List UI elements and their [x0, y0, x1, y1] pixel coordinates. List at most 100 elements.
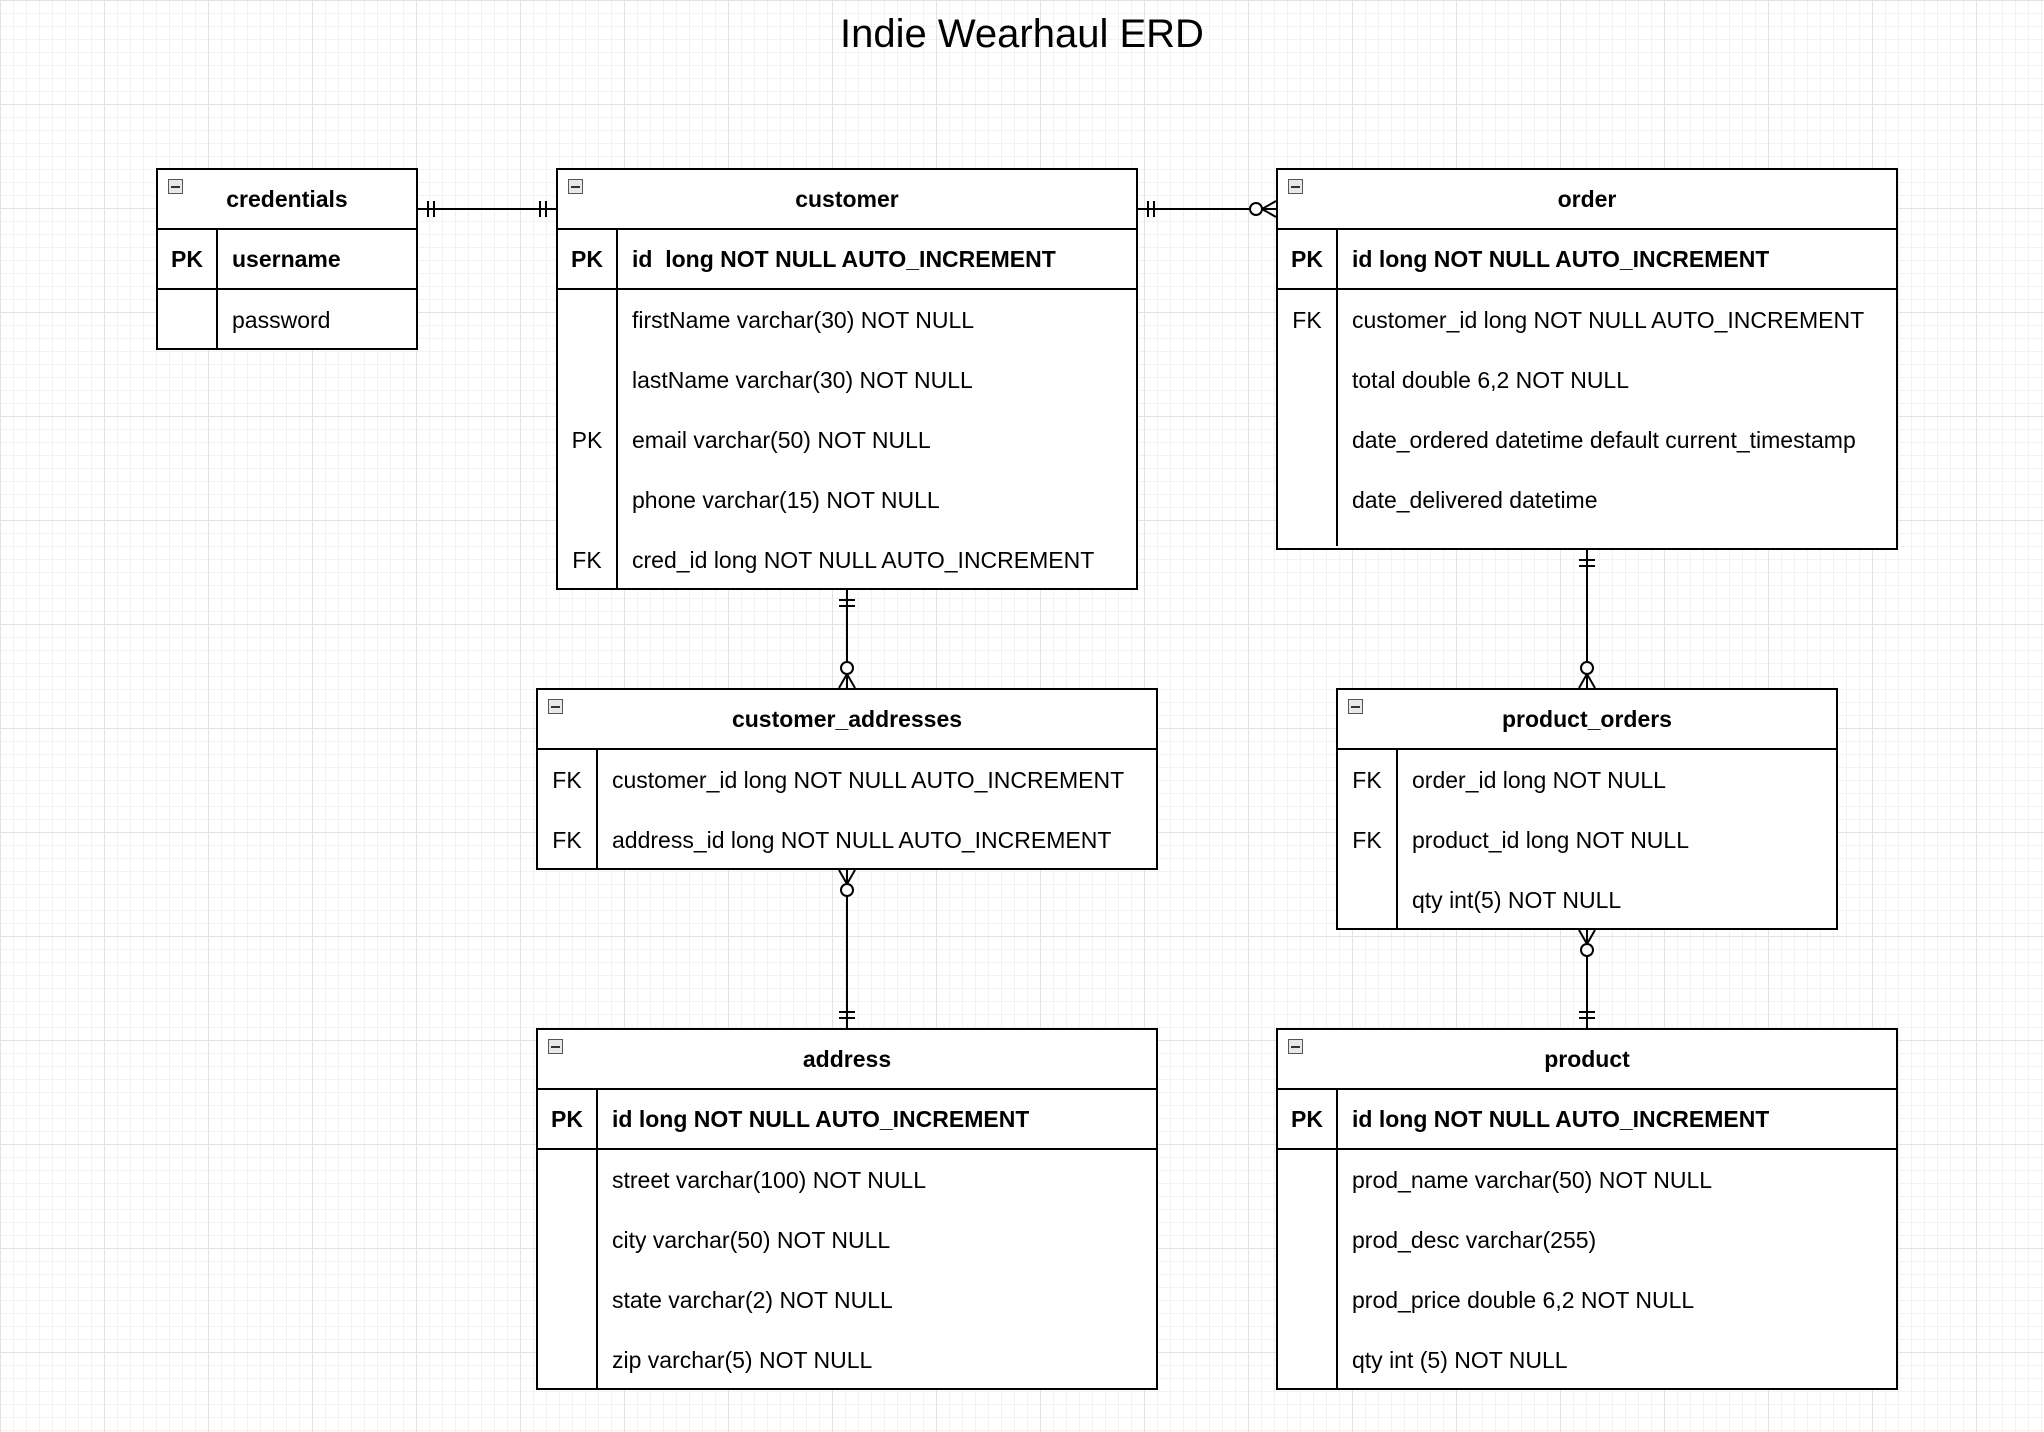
- key-label: FK: [552, 766, 582, 793]
- entity-customer-addresses[interactable]: customer_addresses FK FK customer_id lon…: [536, 688, 1158, 870]
- key-label: FK: [1292, 306, 1322, 333]
- entity-header[interactable]: credentials: [158, 170, 416, 230]
- key-label: PK: [158, 230, 218, 288]
- entity-header[interactable]: customer: [558, 170, 1136, 230]
- entity-name: address: [802, 1045, 892, 1072]
- entity-name: product_orders: [1502, 705, 1672, 732]
- key-label: FK: [1352, 826, 1382, 853]
- key-label: [538, 1150, 596, 1210]
- entity-address[interactable]: address PK id long NOT NULL AUTO_INCREME…: [536, 1028, 1158, 1390]
- field-column: firstName varchar(30) NOT NULL lastName …: [618, 290, 1136, 590]
- field-rows: FK FK customer_id long NOT NULL AUTO_INC…: [538, 750, 1156, 870]
- collapse-icon[interactable]: [568, 179, 583, 194]
- field-column: prod_name varchar(50) NOT NULL prod_desc…: [1338, 1150, 1896, 1390]
- key-label: [538, 1330, 596, 1390]
- key-label: [558, 350, 616, 410]
- field-name[interactable]: state varchar(2) NOT NULL: [612, 1286, 893, 1313]
- collapse-icon[interactable]: [1288, 179, 1303, 194]
- field-name[interactable]: phone varchar(15) NOT NULL: [632, 486, 940, 513]
- field-name[interactable]: order_id long NOT NULL: [1412, 766, 1666, 793]
- field-name: id long NOT NULL AUTO_INCREMENT: [1352, 245, 1770, 272]
- zero-optional-marker: [840, 661, 854, 675]
- field-name[interactable]: prod_price double 6,2 NOT NULL: [1352, 1286, 1695, 1313]
- field-rows: password: [158, 290, 416, 350]
- field-column: customer_id long NOT NULL AUTO_INCREMENT…: [1338, 290, 1896, 546]
- key-label: [1278, 1330, 1336, 1390]
- entity-name: customer: [795, 185, 899, 212]
- entity-header[interactable]: customer_addresses: [538, 690, 1156, 750]
- key-label: PK: [1278, 230, 1338, 288]
- key-column: [158, 290, 218, 350]
- primary-key-row[interactable]: PK id long NOT NULL AUTO_INCREMENT: [1278, 1090, 1896, 1150]
- field-name: id long NOT NULL AUTO_INCREMENT: [612, 1105, 1030, 1132]
- field-name: username: [232, 245, 341, 272]
- crows-foot-marker: [1261, 200, 1277, 210]
- field-name[interactable]: total double 6,2 NOT NULL: [1352, 366, 1630, 393]
- key-label: [538, 1210, 596, 1270]
- entity-header[interactable]: product_orders: [1338, 690, 1836, 750]
- entity-name: product: [1544, 1045, 1630, 1072]
- field-name[interactable]: qty int(5) NOT NULL: [1412, 886, 1622, 913]
- key-label: [538, 1270, 596, 1330]
- field-name[interactable]: cred_id long NOT NULL AUTO_INCREMENT: [632, 546, 1095, 573]
- entity-header[interactable]: product: [1278, 1030, 1896, 1090]
- key-column: FK FK: [538, 750, 598, 870]
- entity-customer[interactable]: customer PK id long NOT NULL AUTO_INCREM…: [556, 168, 1138, 590]
- entity-header[interactable]: address: [538, 1030, 1156, 1090]
- key-column: [1278, 1150, 1338, 1390]
- field-name: id long NOT NULL AUTO_INCREMENT: [1352, 1105, 1770, 1132]
- entity-header[interactable]: order: [1278, 170, 1896, 230]
- field-name[interactable]: zip varchar(5) NOT NULL: [612, 1346, 873, 1373]
- field-column: customer_id long NOT NULL AUTO_INCREMENT…: [598, 750, 1156, 870]
- key-label: [1278, 350, 1336, 410]
- collapse-icon[interactable]: [1348, 699, 1363, 714]
- key-column: FK FK: [1338, 750, 1398, 930]
- entity-order[interactable]: order PK id long NOT NULL AUTO_INCREMENT…: [1276, 168, 1898, 550]
- field-name[interactable]: qty int (5) NOT NULL: [1352, 1346, 1568, 1373]
- field-column: street varchar(100) NOT NULL city varcha…: [598, 1150, 1156, 1390]
- key-label: [558, 470, 616, 530]
- field-name[interactable]: date_ordered datetime default current_ti…: [1352, 426, 1856, 453]
- key-label: [158, 290, 216, 350]
- crows-foot-marker: [838, 673, 848, 689]
- collapse-icon[interactable]: [168, 179, 183, 194]
- field-name[interactable]: firstName varchar(30) NOT NULL: [632, 306, 975, 333]
- zero-optional-marker: [1580, 661, 1594, 675]
- entity-name: customer_addresses: [731, 705, 963, 732]
- primary-key-row[interactable]: PK id long NOT NULL AUTO_INCREMENT: [558, 230, 1136, 290]
- crows-foot-marker: [1261, 208, 1277, 218]
- field-name[interactable]: lastName varchar(30) NOT NULL: [632, 366, 973, 393]
- collapse-icon[interactable]: [548, 1039, 563, 1054]
- field-name[interactable]: prod_desc varchar(255): [1352, 1226, 1597, 1253]
- field-name[interactable]: city varchar(50) NOT NULL: [612, 1226, 891, 1253]
- primary-key-row[interactable]: PK id long NOT NULL AUTO_INCREMENT: [538, 1090, 1156, 1150]
- key-label: FK: [552, 826, 582, 853]
- crows-foot-marker: [1578, 929, 1588, 945]
- key-label: [558, 290, 616, 350]
- field-name[interactable]: prod_name varchar(50) NOT NULL: [1352, 1166, 1713, 1193]
- field-rows: PK FK firstName varchar(30) NOT NULL las…: [558, 290, 1136, 590]
- key-column: FK: [1278, 290, 1338, 546]
- field-name[interactable]: address_id long NOT NULL AUTO_INCREMENT: [612, 826, 1112, 853]
- primary-key-row[interactable]: PK username: [158, 230, 416, 290]
- field-name[interactable]: customer_id long NOT NULL AUTO_INCREMENT: [1352, 306, 1865, 333]
- collapse-icon[interactable]: [548, 699, 563, 714]
- key-column: PK FK: [558, 290, 618, 590]
- zero-optional-marker: [1249, 202, 1263, 216]
- entity-product-orders[interactable]: product_orders FK FK order_id long NOT N…: [1336, 688, 1838, 930]
- entity-product[interactable]: product PK id long NOT NULL AUTO_INCREME…: [1276, 1028, 1898, 1390]
- entity-name: credentials: [226, 185, 348, 212]
- primary-key-row[interactable]: PK id long NOT NULL AUTO_INCREMENT: [1278, 230, 1896, 290]
- zero-optional-marker: [840, 883, 854, 897]
- field-name[interactable]: product_id long NOT NULL: [1412, 826, 1689, 853]
- key-label: FK: [572, 546, 602, 573]
- field-name[interactable]: date_delivered datetime: [1352, 486, 1598, 513]
- field-name[interactable]: password: [232, 306, 331, 333]
- field-name[interactable]: street varchar(100) NOT NULL: [612, 1166, 927, 1193]
- collapse-icon[interactable]: [1288, 1039, 1303, 1054]
- key-label: [1278, 1270, 1336, 1330]
- field-name[interactable]: email varchar(50) NOT NULL: [632, 426, 931, 453]
- entity-credentials[interactable]: credentials PK username password: [156, 168, 418, 350]
- field-name[interactable]: customer_id long NOT NULL AUTO_INCREMENT: [612, 766, 1125, 793]
